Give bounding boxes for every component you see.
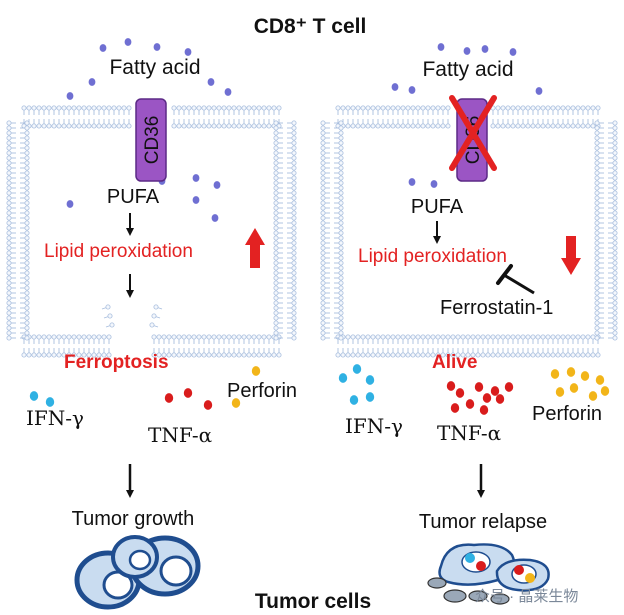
tumor-growth-label: Tumor growth [72,508,195,530]
left-increase-arrow-icon [245,228,265,268]
right-cytokine-dots [338,364,610,415]
right-perforin-label: Perforin [532,403,602,425]
left-perforin-label: Perforin [227,380,297,402]
right-intracellular-pufa-dots [408,178,438,188]
tumor-relapse-cells-icon [427,543,550,605]
left-cd36-transporter: CD36 [135,98,167,182]
right-fatty-acid-label: Fatty acid [422,58,513,81]
left-ferroptosis-label: Ferroptosis [64,352,169,373]
watermark-label: 众号 · 晶莱生物 [475,588,578,605]
left-cell-membrane [6,105,297,358]
left-ifn-label: IFN-γ [26,406,84,430]
diagram-title: CD8⁺ T cell [254,15,367,38]
left-pufa-label: PUFA [107,186,160,208]
left-fatty-acid-dots [66,38,232,100]
right-alive-label: Alive [432,352,477,373]
left-cd36-channel [135,98,167,182]
left-cd36-label: CD36 [142,116,163,165]
right-fatty-acid-dots [391,43,543,95]
right-pufa-label: PUFA [411,196,464,218]
right-ifn-label: IFN-γ [345,414,403,438]
tumor-relapse-label: Tumor relapse [419,511,547,533]
tumor-growth-cells-icon [74,535,201,610]
right-lipid-peroxidation-label: Lipid peroxidation [358,246,507,267]
ferrostatin-inhibition-icon [496,264,535,295]
right-cd36-knockout-cross-icon [449,95,497,171]
left-cytokine-dots [29,366,261,410]
left-tnf-label: TNF-α [148,423,212,447]
right-decrease-arrow-icon [561,236,581,275]
ferrostatin-label: Ferrostatin-1 [440,297,553,319]
left-fatty-acid-label: Fatty acid [109,56,200,79]
right-cell-membrane [320,105,618,358]
right-cd36-transporter: CD36 [449,95,497,182]
right-tnf-label: TNF-α [437,421,501,445]
tumor-cells-label: Tumor cells [255,590,371,613]
left-lipid-peroxidation-label: Lipid peroxidation [44,241,193,262]
